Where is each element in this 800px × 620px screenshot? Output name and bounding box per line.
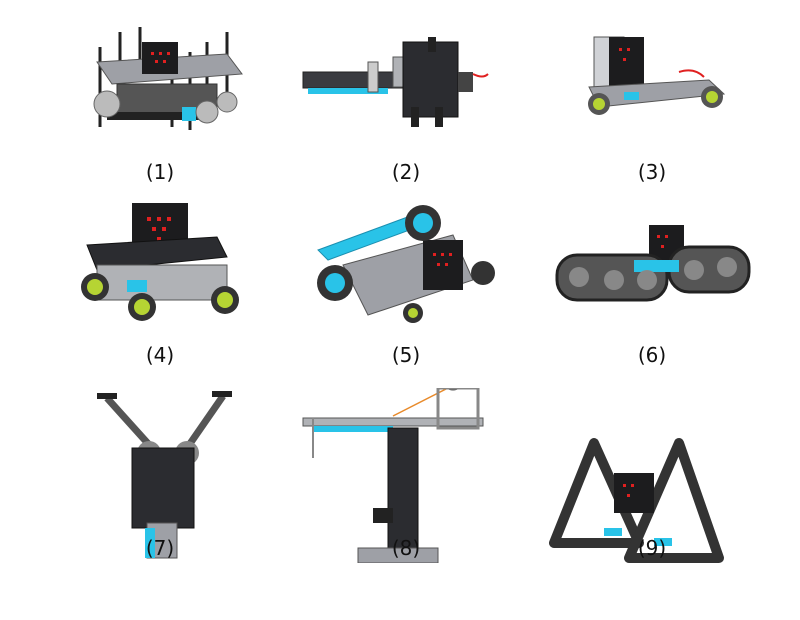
gripper-robot-icon <box>97 391 232 559</box>
figure-3: (3) <box>519 12 785 218</box>
four-wheel-car-robot-icon <box>81 203 239 321</box>
figure-caption: (8) <box>391 536 421 560</box>
arm-robot-side-view-icon <box>302 37 489 127</box>
tank-track-robot-icon <box>555 225 751 302</box>
figure-caption: (4) <box>145 343 175 367</box>
figure-caption: (5) <box>391 343 421 367</box>
figure-8: (8) <box>273 388 539 594</box>
figure-7: (7) <box>27 388 293 594</box>
figure-caption: (7) <box>145 536 175 560</box>
figure-caption: (6) <box>637 343 667 367</box>
figure-9: (9) <box>519 388 785 594</box>
figure-6: (6) <box>519 195 785 401</box>
four-wheel-robot-with-poles-icon <box>93 27 243 130</box>
figure-caption: (2) <box>391 160 421 184</box>
figure-caption: (1) <box>145 160 175 184</box>
small-car-robot-icon <box>588 36 726 115</box>
race-car-robot-icon <box>317 205 495 323</box>
figure-caption: (9) <box>637 536 667 560</box>
figure-4: (4) <box>27 195 293 401</box>
figure-1: (1) <box>27 12 293 218</box>
figure-caption: (3) <box>637 160 667 184</box>
triangle-track-robot-icon <box>549 438 724 563</box>
crane-robot-icon <box>302 388 484 563</box>
figure-2: (2) <box>273 12 539 218</box>
figure-5: (5) <box>273 195 539 401</box>
